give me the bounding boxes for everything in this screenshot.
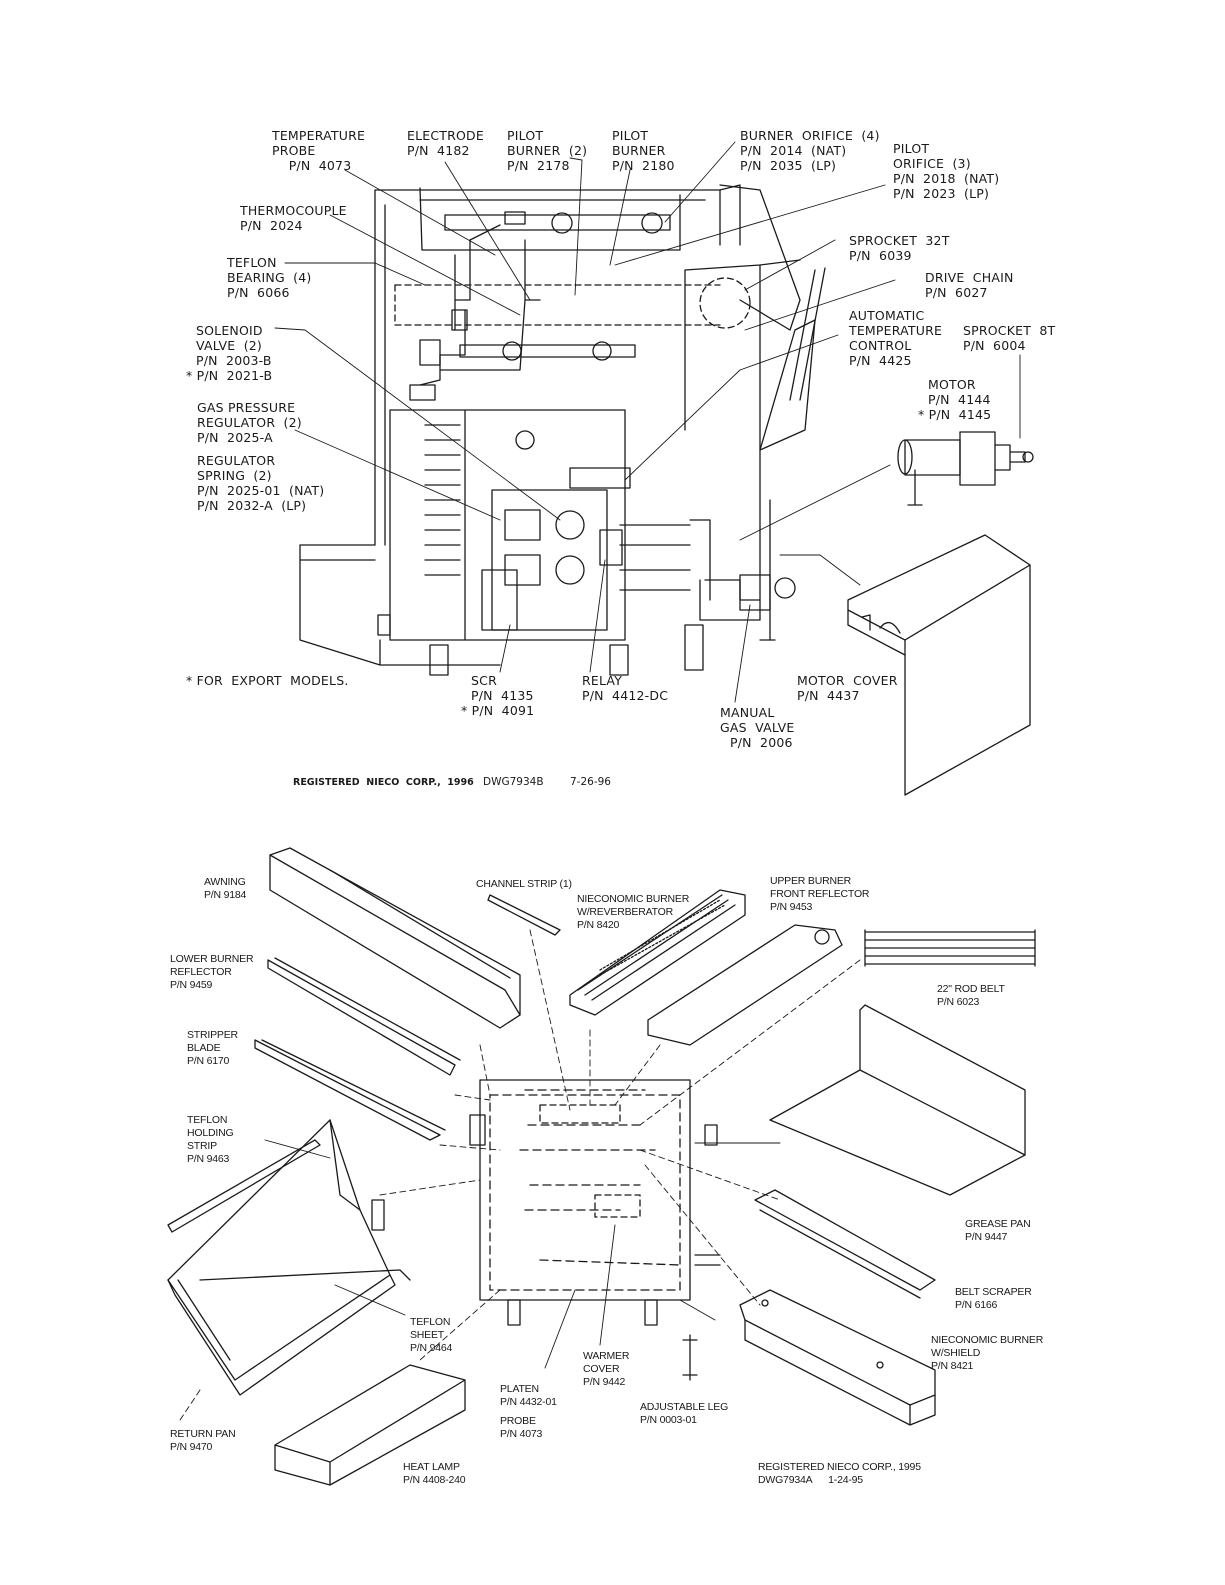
relay-box xyxy=(599,529,623,566)
grease-pan-part xyxy=(769,1004,1026,1196)
heat-fins xyxy=(424,424,461,576)
valve-housing xyxy=(491,489,608,631)
channel-strip-part xyxy=(487,894,561,936)
lower-legs xyxy=(507,1299,698,1381)
upper-leader-lines xyxy=(274,141,1021,703)
side-panel xyxy=(684,259,801,621)
upper-copyright: REGISTERED NIECO CORP., 1996 xyxy=(293,777,474,788)
upper-burner-front-reflector-part xyxy=(647,924,843,1046)
front-panel-line xyxy=(759,499,776,641)
motor-drawing xyxy=(897,431,1034,506)
lower-solid-leaders xyxy=(264,1139,781,1369)
lower-leader-lines xyxy=(179,929,861,1421)
pipe-union xyxy=(504,211,526,225)
upper-drawing-date: 7-26-96 xyxy=(570,776,611,788)
lower-burner-reflector-part xyxy=(267,957,461,1076)
fitting-block xyxy=(419,339,441,366)
manifold-pipes xyxy=(619,519,761,601)
upper-broiler-assembly xyxy=(274,141,1034,796)
return-pan-part xyxy=(167,1119,396,1396)
regulator-2 xyxy=(555,555,585,585)
export-models-note: * FOR EXPORT MODELS. xyxy=(186,673,349,688)
teflon-holding-strip-part xyxy=(167,1139,321,1233)
control-box xyxy=(389,409,626,641)
valve-fitting xyxy=(451,309,468,331)
legs xyxy=(377,614,704,676)
lower-cabinet xyxy=(469,1079,721,1301)
nieconomic-burner-shield-part xyxy=(739,1289,936,1426)
gas-pipe xyxy=(419,224,541,386)
nieconomic-burner-reverberator-part xyxy=(569,889,746,1016)
belt-scraper-part xyxy=(754,1189,936,1299)
upper-drawing-number: DWG7934B xyxy=(483,776,544,788)
channel-strip-label: CHANNEL STRIP (1) xyxy=(476,878,572,890)
burner-bars xyxy=(444,212,671,361)
cabinet-outline xyxy=(299,189,721,666)
manual-valve-body xyxy=(739,574,771,611)
chain-path xyxy=(394,277,751,329)
stripper-blade-part xyxy=(254,1039,446,1141)
awning-part xyxy=(269,847,521,1029)
heat-lamp-part xyxy=(274,1364,466,1486)
burner-orifice-label: BURNER ORIFICE (4)P/N 2014 (NAT)P/N 2035… xyxy=(740,128,880,173)
chain-guide xyxy=(789,267,826,401)
fitting-block-2 xyxy=(409,384,436,401)
motor-cover-drawing xyxy=(847,534,1031,796)
solenoid-valve-1 xyxy=(504,509,541,541)
temp-control-box xyxy=(569,467,631,489)
drive-chain-run xyxy=(759,319,816,451)
manual-gas-valve-knob xyxy=(774,577,796,599)
rod-belt-part xyxy=(864,929,1036,967)
teflon-sheet-part xyxy=(199,1269,411,1281)
control-knob xyxy=(515,430,535,450)
lower-broiler-assembly xyxy=(167,847,1036,1486)
reflector-hole xyxy=(814,929,830,945)
scr-box xyxy=(481,569,518,631)
awning-side xyxy=(719,184,801,331)
solenoid-valve-2 xyxy=(555,510,585,540)
top-frame xyxy=(419,184,741,251)
